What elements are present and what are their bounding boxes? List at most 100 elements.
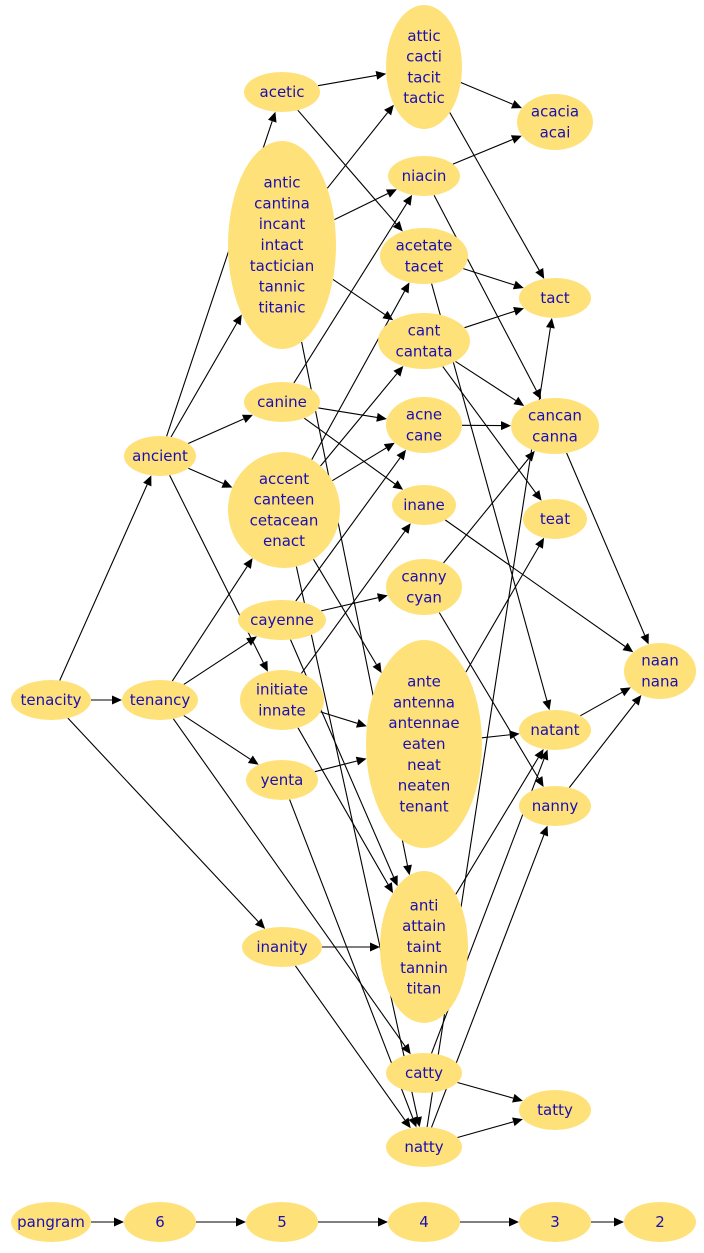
arrowhead [640,633,649,645]
edge-tenancy-to-yenta [183,715,259,765]
node-label: tenacity [21,691,82,709]
arrowhead [355,756,367,766]
node-r5: 5 [246,1202,318,1242]
arrowhead [525,450,535,462]
node-label: neaten [398,777,451,795]
node-shape [624,643,696,699]
edge-line [297,727,389,885]
arrowhead [403,194,413,206]
node-label: antenna [393,693,455,711]
node-naan: naan nana [624,643,696,699]
edge-line [314,760,358,773]
edge-line [326,112,389,189]
edge-line [317,74,377,87]
node-shape [386,559,462,615]
edge-line [460,81,514,105]
node-shape [519,1090,591,1130]
edge-line [444,519,626,647]
node-shape [511,398,599,454]
edge-cant-to-cancan [455,360,525,406]
arrowhead [400,282,410,294]
edge-line [455,757,539,895]
edge-line [334,193,389,221]
arrowhead [375,71,387,80]
node-label: eaten [402,735,445,753]
node-r2: 2 [624,1202,696,1242]
node-label: cane [406,426,442,444]
edge-line [443,458,529,564]
node-shape [124,436,196,476]
node-label: 2 [655,1213,665,1231]
edge-accent-to-ante [313,559,382,674]
arrowhead [539,749,549,761]
arrowhead [384,882,393,894]
edge-r6-to-r5 [196,1217,246,1227]
edge-line [332,278,386,316]
node-label: naan [641,652,678,670]
node-label: tacit [407,68,440,86]
arrowhead [532,388,542,400]
edge-canny-to-nanny [438,612,544,787]
edge-line [188,467,224,485]
node-r6: 6 [124,1202,196,1242]
node-label: enact [263,532,305,550]
node-shape [517,94,593,150]
arrowhead [512,1093,523,1103]
edge-line [295,457,401,602]
edge-initiate-to-anti [297,727,393,894]
node-label: nana [641,672,678,690]
node-label: cyan [406,588,442,606]
node-label: acai [540,123,571,141]
node-label: antic [264,174,301,192]
node-r3: 3 [519,1202,591,1242]
edge-cancan-to-naan [566,452,649,645]
node-label: canteen [254,491,315,509]
arrowhead [532,490,542,501]
node-label: titanic [258,298,305,316]
edge-nanny-to-naan [568,695,642,788]
edge-line [311,290,406,460]
node-shape [246,760,318,800]
edge-canine-to-inane [303,417,404,490]
node-label: tactic [403,89,445,107]
arrowhead [513,307,524,316]
node-label: tatty [537,1101,573,1119]
edge-tenancy-to-catty [172,718,411,1055]
arrowhead [509,730,520,740]
node-shape [380,871,468,1023]
node-yenta: yenta [246,760,318,800]
arrowhead [389,875,398,887]
edge-acne-to-cancan [461,421,511,431]
node-shape [523,499,587,539]
node-label: attain [402,917,446,935]
edge-line [442,366,537,494]
edge-line [320,373,398,467]
arrowhead [501,421,511,431]
edge-line [171,566,248,682]
edge-inane-to-naan [444,519,634,653]
node-shape [624,1202,696,1242]
node-label: titan [407,980,442,998]
arrowhead [619,687,631,697]
edge-canine-to-acne [318,407,387,422]
edge-line [457,1081,514,1099]
edge-ante-to-natant [481,730,520,740]
arrowhead [384,104,394,116]
edge-cayenne-to-canny [321,593,388,612]
node-shape [11,1202,91,1242]
edge-initiate-to-inane [300,523,411,674]
arrowhead [242,414,253,423]
arrowhead [510,135,522,144]
arrowhead [542,699,552,711]
node-canine: canine [244,382,320,422]
edge-line [568,702,636,788]
arrowhead [114,1217,124,1227]
arrowhead [396,449,406,461]
edge-line [172,718,406,1047]
edges-layer [59,71,649,1227]
node-shape [244,382,320,422]
edge-accent-to-acetate [311,282,410,460]
